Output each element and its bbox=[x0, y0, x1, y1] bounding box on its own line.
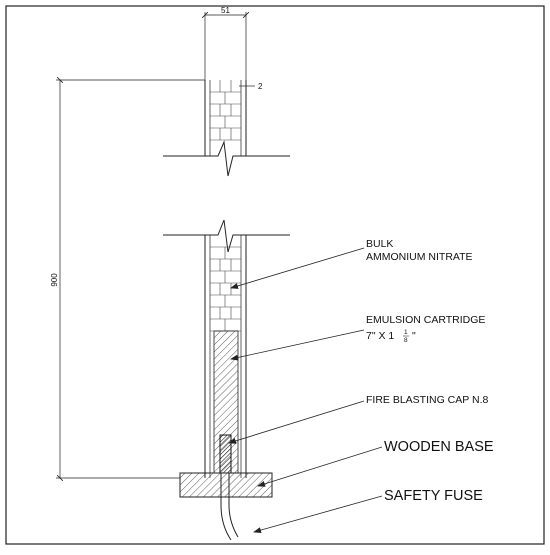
page-border bbox=[5, 5, 545, 545]
safety-fuse bbox=[220, 473, 239, 541]
borehole-upper bbox=[163, 80, 290, 177]
label-bulk-line1: BULK bbox=[366, 238, 393, 250]
wall-dimension-label: 2 bbox=[258, 82, 263, 91]
label-emulsion-size-suffix: " bbox=[412, 330, 416, 342]
blasting-cap bbox=[219, 434, 232, 474]
height-dimension: 900 bbox=[50, 80, 205, 478]
label-safety-fuse: SAFETY FUSE bbox=[384, 488, 483, 504]
wall-dimension: 2 bbox=[239, 82, 263, 91]
label-emulsion-frac-num: 1 bbox=[404, 329, 408, 336]
label-bulk-line2: AMMONIUM NITRATE bbox=[366, 251, 473, 263]
leader-lines bbox=[228, 247, 383, 533]
label-blasting-cap: FIRE BLASTING CAP N.8 bbox=[366, 394, 488, 406]
height-dimension-label: 900 bbox=[50, 273, 59, 287]
width-dimension-label: 51 bbox=[221, 6, 230, 15]
wooden-base bbox=[179, 472, 273, 498]
label-emulsion-frac-den: 8 bbox=[404, 337, 408, 344]
label-emulsion-size-prefix: 7" X 1 bbox=[366, 330, 394, 342]
label-emulsion-size: 7" X 1 1 8 " bbox=[366, 329, 416, 344]
label-wooden-base: WOODEN BASE bbox=[384, 439, 494, 455]
width-dimension: 51 bbox=[205, 6, 246, 80]
label-emulsion-line1: EMULSION CARTRIDGE bbox=[366, 314, 485, 326]
